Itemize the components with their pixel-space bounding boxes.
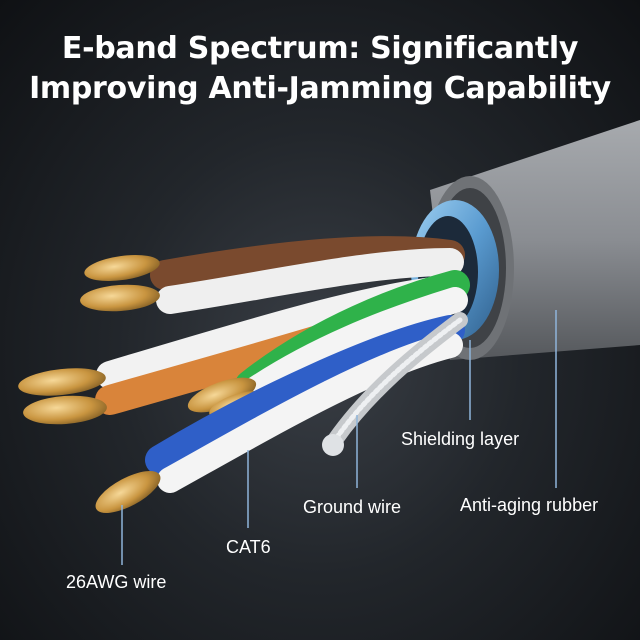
awg-wire-label: 26AWG wire: [66, 572, 167, 592]
cat6-label: CAT6: [226, 537, 271, 557]
anti-aging-rubber-label: Anti-aging rubber: [460, 495, 599, 515]
brown-wire-pair: [80, 236, 465, 314]
ground-wire: [322, 312, 468, 456]
headline-line-2: Improving Anti-Jamming Capability: [29, 71, 611, 106]
headline-line-1: E-band Spectrum: Significantly: [61, 31, 579, 66]
ground-wire-label: Ground wire: [303, 497, 402, 517]
shielding-layer-label: Shielding layer: [401, 429, 520, 449]
